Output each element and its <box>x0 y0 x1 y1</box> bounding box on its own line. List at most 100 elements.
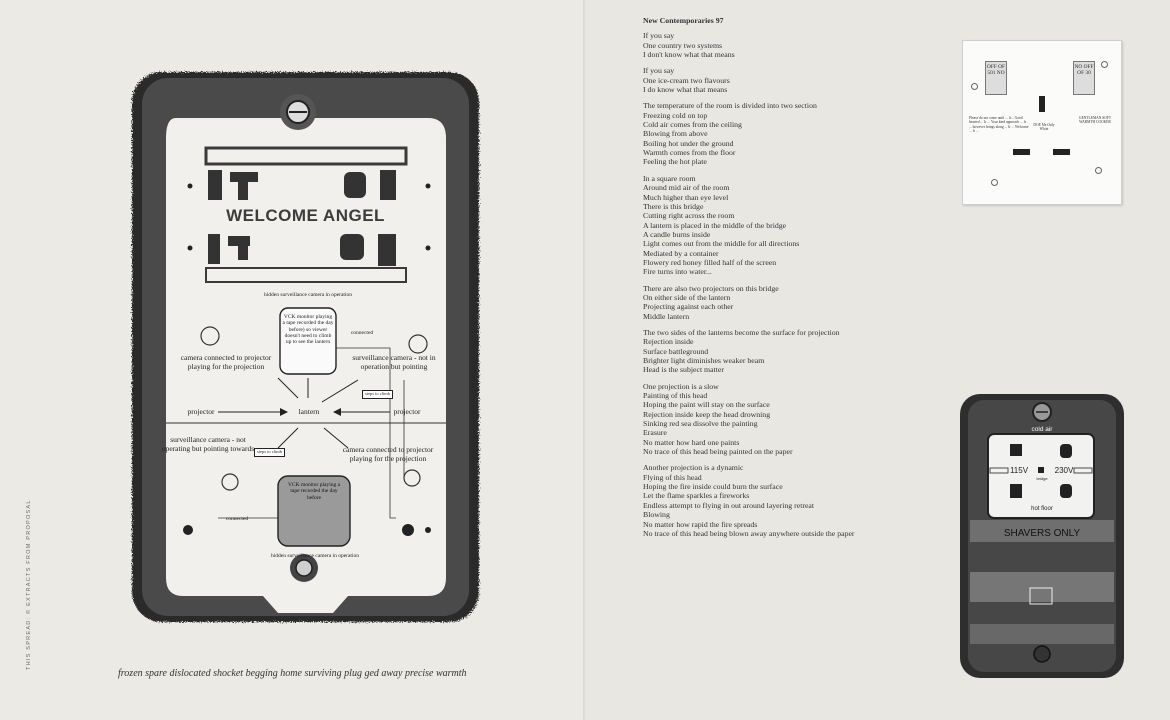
poem-line: One ice-cream two flavours <box>643 75 730 85</box>
poem-title: New Contemporaries 97 <box>643 16 724 25</box>
projector-right-label: projector <box>393 407 421 416</box>
neutral-slot <box>1053 149 1070 155</box>
connected-right-label: connected <box>350 330 374 336</box>
plate-text-mid: DOE Me Only White <box>1033 123 1055 132</box>
steps-right-label: steps to climb <box>362 390 393 399</box>
voltage-230-label: 230V <box>1054 466 1074 475</box>
screw-hole <box>971 83 978 90</box>
poem-line: Middle lantern <box>643 311 690 321</box>
lantern-label: lantern <box>298 407 320 416</box>
poem-line: On either side of the lantern <box>643 292 731 302</box>
poem-line: Flowery red honey filled half of the scr… <box>643 257 777 267</box>
poem-line: No matter how hard one paints <box>643 437 740 447</box>
poem-line: Hoping the paint will stay on the surfac… <box>643 400 770 410</box>
poem-line: The temperature of the room is divided i… <box>643 101 817 111</box>
poem-line: Head is the subject matter <box>643 365 724 375</box>
bridge-label: bridge <box>1036 476 1048 481</box>
poem-line: Another projection is a dynamic <box>643 463 744 473</box>
poem-line: Rejection inside keep the head drowning <box>643 409 771 419</box>
plate-text-right: GENTLEMAN SOFT WARMTH COOKER <box>1078 116 1112 125</box>
poem-line: Brighter light diminishes weaker beam <box>643 356 765 365</box>
poem-line: Hoping the fire inside could burn the su… <box>643 482 783 492</box>
surveillance-left-label: surveillance camera - not operating but … <box>161 435 255 453</box>
poem-line: There are also two projectors on this br… <box>643 283 779 293</box>
poem-line: Painting of this head <box>643 391 708 401</box>
steps-left-label: steps to climb <box>254 448 285 457</box>
poem-line: If you say <box>643 66 675 76</box>
poem-line: One projection is a slow <box>643 381 719 391</box>
left-caption: frozen spare dislocated shocket begging … <box>118 668 467 679</box>
poem-line: Erasure <box>643 428 667 438</box>
shavers-only-label: SHAVERS ONLY <box>1003 528 1081 539</box>
poem-line: Let the flame sparkles a fireworks <box>643 491 750 501</box>
connected-left-label: connected <box>225 516 249 522</box>
vertical-credit: THIS SPREAD: © EXTRACTS FROM PROPOSAL <box>26 499 32 670</box>
socket-illustration <box>132 72 479 622</box>
poem-line: Freezing cold on top <box>643 110 708 120</box>
poem-line: Much higher than eye level <box>643 192 729 202</box>
welcome-angel-label: WELCOME ANGEL <box>226 206 385 225</box>
shaver-socket: cold air 115V 230V bridge hot floor SHAV… <box>958 392 1126 680</box>
screw-hole <box>1101 61 1108 68</box>
poem-line: Sinking red sea dissolve the painting <box>643 419 758 429</box>
poem-line: A candle burns inside <box>643 229 711 239</box>
socket-diagram: WELCOME ANGEL hidden surveillance camera… <box>128 68 483 626</box>
double-socket-plate: OFF OF 501 NO NO OFF OF 30 Please do not… <box>962 40 1122 205</box>
poem-line: Light comes out from the middle for all … <box>643 239 800 249</box>
vck-top-label: VCK monitor playing a tape recorded the … <box>282 314 334 346</box>
poem-line: Blowing <box>643 510 670 520</box>
poem-line: No trace of this head being blown away a… <box>643 528 855 538</box>
poem-line: I do know what that means <box>643 85 728 95</box>
camera-left-label: camera connected to projector playing fo… <box>180 353 272 371</box>
poem-line: No matter how rapid the fire spreads <box>643 519 758 529</box>
poem-line: Boiling hot under the ground <box>643 138 734 148</box>
shaver-socket-illustration <box>960 394 1124 678</box>
poem-line: Fire turns into water... <box>643 267 712 277</box>
surveillance-right-label: surveillance camera - not in operation b… <box>352 353 436 371</box>
poem-stanza: There are also two projectors on this br… <box>643 284 953 321</box>
voltage-115-label: 115V <box>1009 466 1029 475</box>
poem-line: If you say <box>643 31 675 41</box>
poem-line: Cutting right across the room <box>643 211 735 221</box>
poem-line: Projecting against each other <box>643 302 734 312</box>
poem-line: Feeling the hot plate <box>643 157 707 167</box>
poem-line: Warmth comes from the floor <box>643 148 736 158</box>
poem-line: One country two systems <box>643 40 723 50</box>
poem-line: Surface battleground <box>643 346 709 356</box>
vck-bottom-label: VCK monitor playing a tape recorded the … <box>287 482 341 501</box>
poem-line: In a square room <box>643 173 696 183</box>
poem-line: There is this bridge <box>643 201 704 211</box>
camera-right-label: camera connected to projector playing fo… <box>342 445 434 463</box>
poem-line: Endless attempt to flying in out around … <box>643 500 815 510</box>
plate-text-left: Please do not come until ... fr... Good … <box>969 116 1029 134</box>
hot-floor-label: hot floor <box>1031 506 1053 512</box>
projector-left-label: projector <box>187 407 215 416</box>
poem-line: I don't know what that means <box>643 50 735 60</box>
hidden-camera-bottom-label: hidden surveillance camera in operation <box>271 553 359 559</box>
screw-hole <box>1095 167 1102 174</box>
poem-line: Cold air comes from the ceiling <box>643 120 742 130</box>
earth-slot <box>1039 96 1045 112</box>
hidden-camera-top-label: hidden surveillance camera in operation <box>264 292 352 298</box>
cold-air-label: cold air <box>1031 426 1053 433</box>
poem-line: No trace of this head being painted on t… <box>643 447 793 457</box>
screw-hole <box>991 179 998 186</box>
poem-stanza: The temperature of the room is divided i… <box>643 101 953 166</box>
poem-stanza: The two sides of the lanterns become the… <box>643 328 953 375</box>
poem-line: Mediated by a container <box>643 248 719 258</box>
live-slot <box>1013 149 1030 155</box>
switch-right: NO OFF OF 30 <box>1073 61 1095 95</box>
poem-line: Rejection inside <box>643 337 694 347</box>
poem-line: The two sides of the lanterns become the… <box>643 327 840 337</box>
switch-left: OFF OF 501 NO <box>985 61 1007 95</box>
left-page: THIS SPREAD: © EXTRACTS FROM PROPOSAL <box>26 68 483 679</box>
poem-line: Around mid air of the room <box>643 183 730 193</box>
poem-line: Flying of this head <box>643 472 702 482</box>
